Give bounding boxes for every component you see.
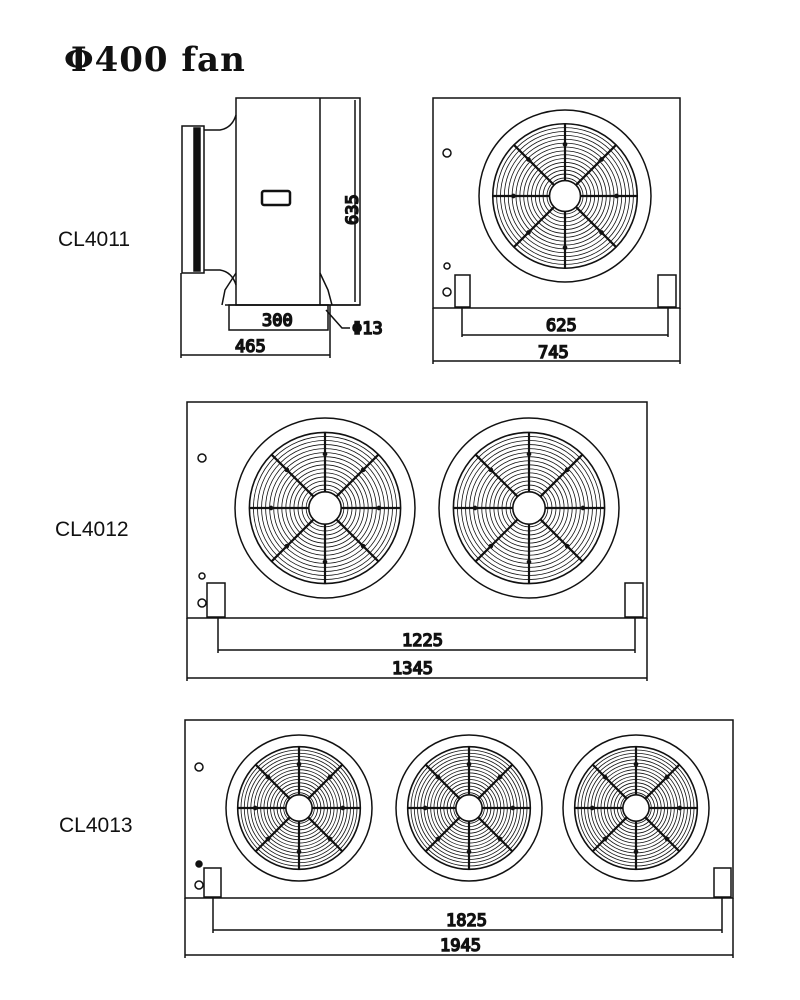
model-label-cl4011: CL4011 [58, 228, 131, 251]
dim-hole: Φ13 [352, 319, 383, 339]
dim-width-overall: 1945 [440, 936, 481, 956]
model-label-cl4013: CL4013 [59, 814, 133, 837]
fan-guard [478, 109, 652, 283]
fan-guard [225, 734, 373, 882]
cl4011-side-view: 300 465 Φ13 635 [180, 97, 383, 358]
fan-guard [562, 734, 710, 882]
fan-guard [234, 417, 416, 599]
fan-guard [395, 734, 543, 882]
dim-bracket-span: 625 [546, 316, 577, 336]
page-title: Φ400 fan [64, 40, 246, 80]
dim-width-overall: 1345 [392, 659, 433, 679]
dim-height: 635 [343, 194, 363, 225]
cl4012-front-view: 1225 1345 [186, 401, 648, 681]
dim-depth-base: 300 [262, 311, 293, 331]
dim-bracket-span: 1225 [402, 631, 443, 651]
dim-bracket-span: 1825 [446, 911, 487, 931]
dim-width-overall: 745 [538, 343, 569, 363]
model-label-cl4012: CL4012 [55, 518, 129, 541]
fan-guard [438, 417, 620, 599]
cl4011-front-view: 625 745 [432, 97, 681, 364]
dim-depth-overall: 465 [235, 337, 266, 357]
cl4013-front-view: 1825 1945 [184, 719, 734, 958]
